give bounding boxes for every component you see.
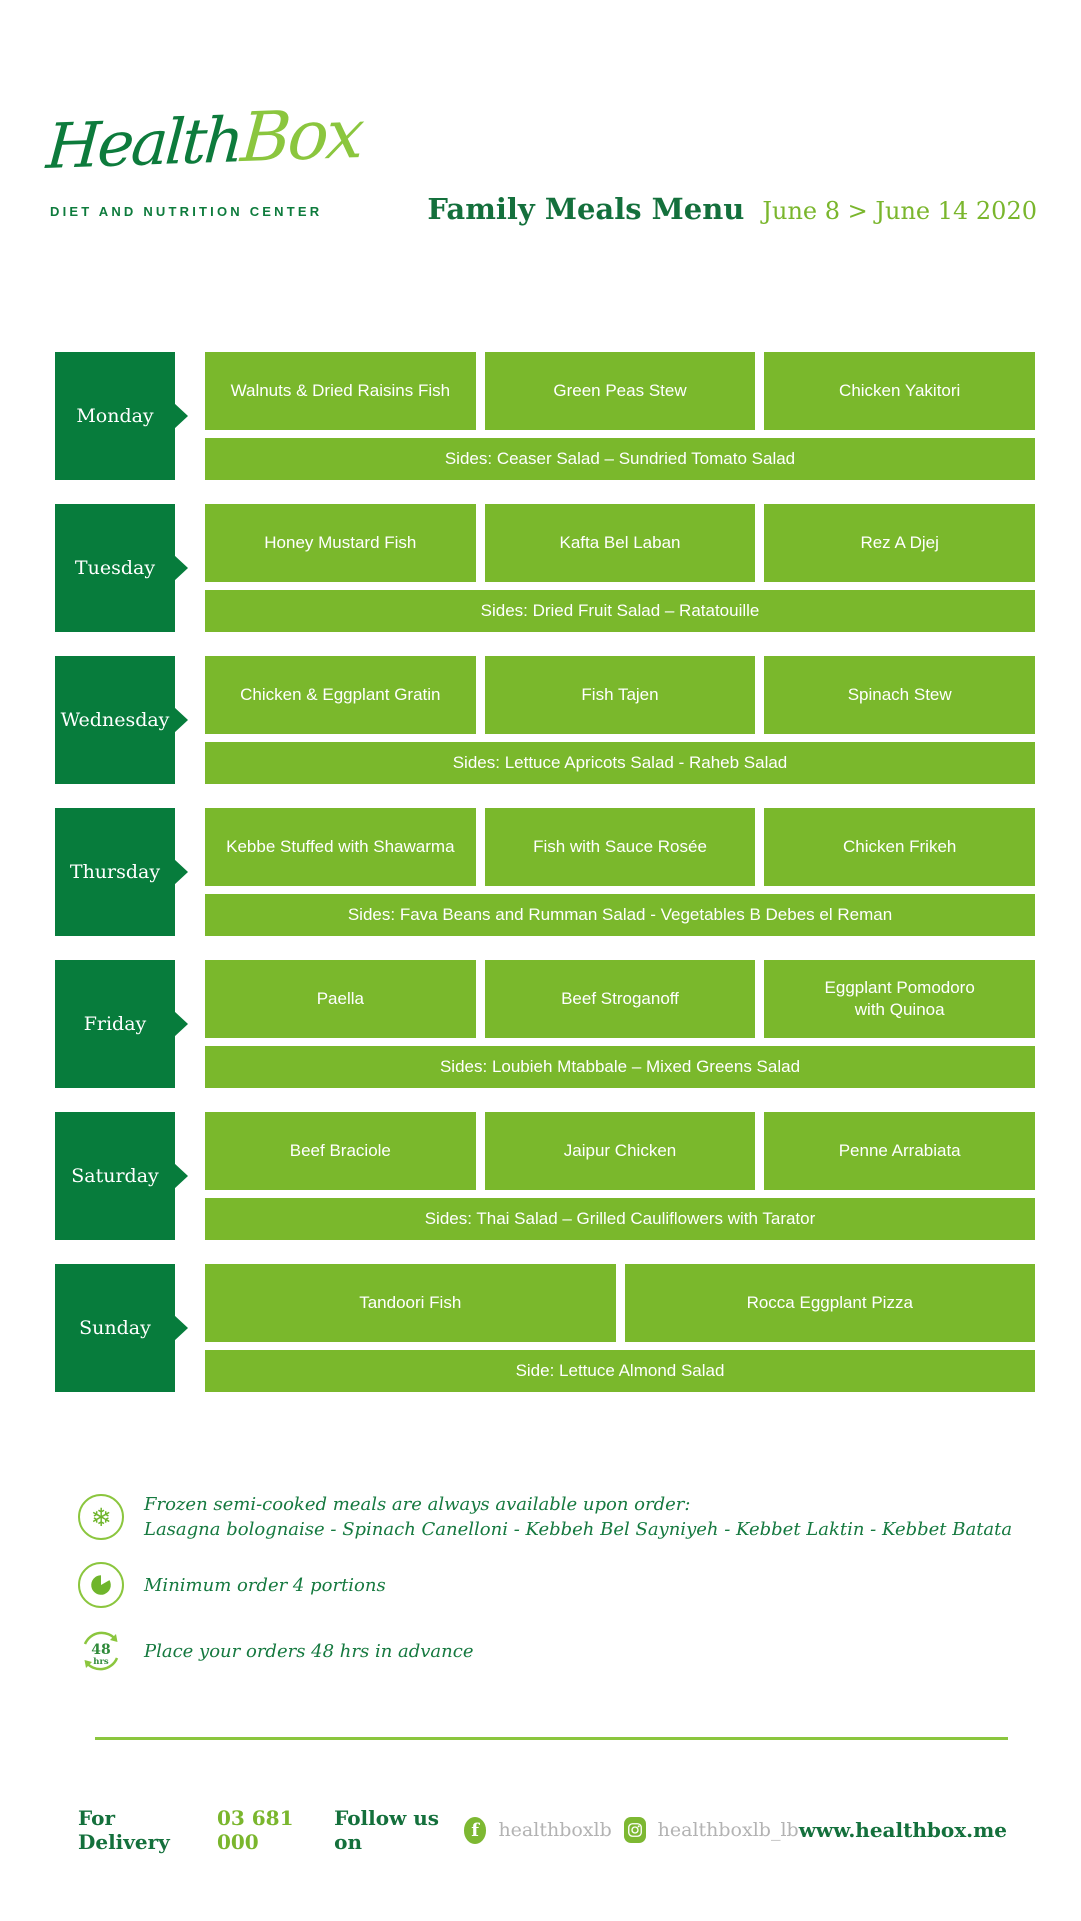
facebook-icon[interactable]: f — [463, 1816, 487, 1844]
follow-label: Follow us on — [334, 1806, 440, 1854]
website-link[interactable]: www.healthbox.me — [798, 1818, 1007, 1842]
snowflake-icon: ❄ — [78, 1494, 124, 1540]
48hrs-icon: 48 hrs — [78, 1628, 124, 1674]
day-label: Wednesday — [60, 709, 170, 731]
brand-tagline: DIET AND NUTRITION CENTER — [50, 204, 323, 219]
footer-divider — [95, 1737, 1008, 1740]
meal-item: Kafta Bel Laban — [484, 504, 756, 582]
meal-item: Penne Arrabiata — [764, 1112, 1036, 1190]
day-cell: Sunday — [55, 1264, 175, 1392]
note-line: Lasagna bolognaise - Spinach Canelloni -… — [144, 1519, 1013, 1540]
healthbox-logo: HealthBox — [44, 95, 364, 185]
instagram-icon[interactable] — [623, 1817, 646, 1843]
day-cell: Thursday — [55, 808, 175, 936]
instagram-handle[interactable]: healthboxlb_lb — [657, 1819, 799, 1841]
sides-bar: Sides: Lettuce Apricots Salad - Raheb Sa… — [205, 742, 1035, 784]
meal-item: Fish with Sauce Rosée — [484, 808, 756, 886]
facebook-handle[interactable]: healthboxlb — [498, 1819, 612, 1841]
sides-bar: Sides: Fava Beans and Rumman Salad - Veg… — [205, 894, 1035, 936]
meal-item: Tandoori Fish — [205, 1264, 616, 1342]
notes-section: ❄ Frozen semi-cooked meals are always av… — [78, 1492, 1012, 1694]
meal-item: Beef Stroganoff — [484, 960, 756, 1038]
meal-item: Beef Braciole — [205, 1112, 476, 1190]
note-line: Frozen semi-cooked meals are always avai… — [144, 1494, 691, 1515]
meal-item: Chicken Yakitori — [764, 352, 1036, 430]
meal-item: Chicken & Eggplant Gratin — [205, 656, 476, 734]
note-48hrs: 48 hrs Place your orders 48 hrs in advan… — [78, 1628, 1012, 1674]
meal-item: Jaipur Chicken — [484, 1112, 756, 1190]
note-text: Place your orders 48 hrs in advance — [144, 1639, 474, 1664]
meal-item: Chicken Frikeh — [764, 808, 1036, 886]
day-cell: Tuesday — [55, 504, 175, 632]
pie-chart-icon — [78, 1562, 124, 1608]
day-cell: Wednesday — [55, 656, 175, 784]
delivery-phone[interactable]: 03 681 000 — [216, 1806, 294, 1854]
logo-health-text: Health — [44, 102, 244, 183]
sides-bar: Sides: Loubieh Mtabbale – Mixed Greens S… — [205, 1046, 1035, 1088]
date-range: June 8 > June 14 2020 — [762, 197, 1037, 225]
logo-box-text: Box — [238, 94, 365, 179]
meal-item: Eggplant Pomodoro with Quinoa — [764, 960, 1036, 1038]
day-label: Thursday — [69, 861, 161, 883]
note-text: Minimum order 4 portions — [144, 1573, 386, 1598]
day-label: Tuesday — [74, 557, 156, 579]
day-cell: Saturday — [55, 1112, 175, 1240]
note-text: Frozen semi-cooked meals are always avai… — [144, 1492, 1012, 1542]
footer: For Delivery 03 681 000 Follow us on f h… — [78, 1806, 1007, 1854]
note-minimum-order: Minimum order 4 portions — [78, 1562, 1012, 1608]
meal-item: Honey Mustard Fish — [205, 504, 476, 582]
day-label: Friday — [83, 1013, 147, 1035]
meal-item: Paella — [205, 960, 476, 1038]
day-label: Monday — [76, 405, 154, 427]
sides-bar: Sides: Thai Salad – Grilled Cauliflowers… — [205, 1198, 1035, 1240]
day-label: Saturday — [71, 1165, 159, 1187]
social-links: Follow us on f healthboxlb healthboxlb_l… — [334, 1806, 799, 1854]
meal-item: Rocca Eggplant Pizza — [624, 1264, 1035, 1342]
note-frozen-meals: ❄ Frozen semi-cooked meals are always av… — [78, 1492, 1012, 1542]
sides-bar: Side: Lettuce Almond Salad — [205, 1350, 1035, 1392]
menu-header: Family Meals Menu June 8 > June 14 2020 — [427, 192, 1037, 226]
svg-text:hrs: hrs — [93, 1657, 109, 1667]
meal-item: Spinach Stew — [764, 656, 1036, 734]
meal-item: Kebbe Stuffed with Shawarma — [205, 808, 476, 886]
delivery-info: For Delivery 03 681 000 — [78, 1806, 334, 1854]
sides-bar: Sides: Ceaser Salad – Sundried Tomato Sa… — [205, 438, 1035, 480]
note-line: Place your orders 48 hrs in advance — [144, 1640, 474, 1662]
day-cell: Monday — [55, 352, 175, 480]
meal-item: Rez A Djej — [764, 504, 1036, 582]
meal-item: Green Peas Stew — [484, 352, 756, 430]
day-label: Sunday — [79, 1317, 151, 1339]
day-cell: Friday — [55, 960, 175, 1088]
meal-item: Walnuts & Dried Raisins Fish — [205, 352, 476, 430]
svg-text:48: 48 — [91, 1642, 110, 1658]
page-title: Family Meals Menu — [427, 192, 745, 226]
meal-item: Fish Tajen — [484, 656, 756, 734]
sides-bar: Sides: Dried Fruit Salad – Ratatouille — [205, 590, 1035, 632]
delivery-label: For Delivery — [78, 1806, 170, 1854]
note-line: Minimum order 4 portions — [144, 1574, 386, 1596]
